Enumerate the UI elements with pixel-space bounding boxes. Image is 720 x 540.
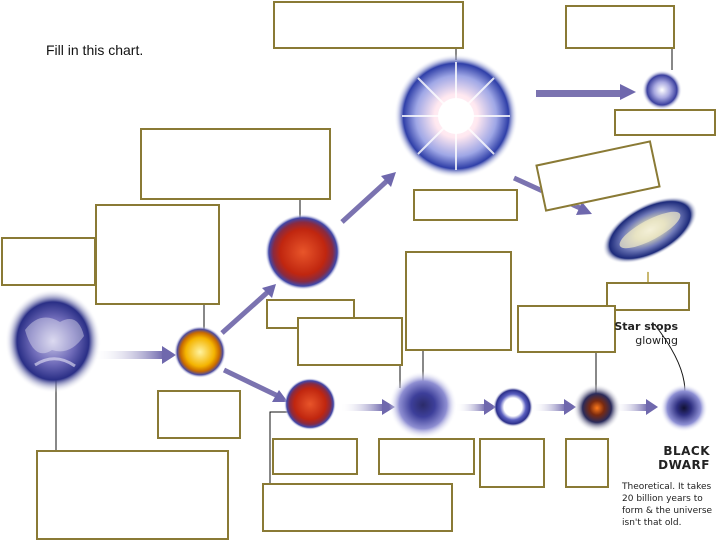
arrow-brown-to-black-dwarf: [614, 399, 658, 415]
answer-box-red-giant-desc[interactable]: [262, 483, 453, 532]
answer-box-planetary-nebula-top[interactable]: [297, 317, 403, 366]
red-supergiant-icon: [265, 214, 341, 290]
answer-box-supernova[interactable]: [413, 189, 518, 221]
answer-box-cooling-star-desc[interactable]: [517, 305, 616, 353]
answer-box-black-hole[interactable]: [606, 282, 690, 311]
answer-box-planetary-nebula[interactable]: [378, 438, 475, 475]
neutron-star-icon: [642, 70, 682, 110]
answer-box-neutron-star-top[interactable]: [565, 5, 675, 49]
planetary-nebula-icon: [389, 371, 457, 439]
leader-line: [269, 411, 290, 483]
answer-box-cooling-star[interactable]: [565, 438, 609, 488]
black-hole-icon: [596, 184, 704, 272]
answer-box-red-giant[interactable]: [272, 438, 358, 475]
arrow-average-star-to-red-giant: [222, 367, 288, 402]
black-dwarf-label: BLACK DWARF: [640, 444, 710, 472]
cooling-star-icon: [573, 384, 621, 432]
arrow-planetary-nebula-to-white-dwarf: [456, 399, 496, 415]
answer-box-neutron-star[interactable]: [614, 109, 716, 136]
answer-box-supernova-top[interactable]: [273, 1, 464, 49]
black-dwarf-note: Theoretical. It takes 20 billion years t…: [622, 482, 713, 528]
arrow-red-supergiant-to-supernova: [340, 172, 396, 224]
white-dwarf-icon: [493, 387, 533, 427]
nebula-icon: [5, 289, 101, 393]
black-dwarf-line1: BLACK: [663, 444, 710, 458]
answer-box-planetary-nebula-desc[interactable]: [405, 251, 512, 351]
black-dwarf-line2: DWARF: [658, 458, 710, 472]
red-giant-icon: [284, 378, 336, 430]
star-stops-line1: Star stops: [614, 320, 678, 333]
star-stops-line2: glowing: [635, 334, 678, 347]
star-stops-label: Star stops glowing: [608, 320, 678, 348]
answer-box-average-star-desc[interactable]: [95, 204, 220, 305]
arrow-white-dwarf-to-brown: [532, 399, 576, 415]
arrows: [92, 84, 658, 415]
answer-box-red-supergiant-desc[interactable]: [140, 128, 331, 200]
answer-box-nebula-desc[interactable]: [36, 450, 229, 540]
instruction-text: Fill in this chart.: [46, 42, 144, 58]
arrow-average-star-to-red-supergiant: [220, 284, 276, 335]
stellar-objects: [5, 54, 708, 439]
average-star-icon: [174, 326, 226, 378]
arrow-nebula-to-average-star: [92, 346, 176, 364]
supernova-icon: [394, 54, 518, 178]
answer-box-average-star[interactable]: [157, 390, 241, 439]
black-dwarf-icon: [660, 384, 708, 432]
arrow-red-giant-to-planetary-nebula: [340, 399, 395, 415]
arrow-supernova-to-neutron-star: [536, 84, 636, 100]
answer-box-white-dwarf[interactable]: [479, 438, 545, 488]
answer-box-nebula-label[interactable]: [1, 237, 96, 286]
